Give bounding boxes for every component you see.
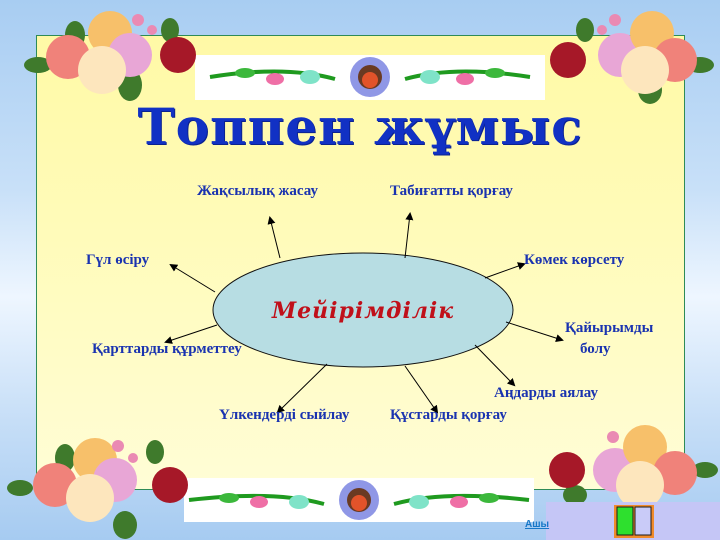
branch-respect-elderly: Қарттарды құрметтеу (92, 341, 242, 357)
branch-respect-elders: Үлкендерді сыйлау (219, 407, 350, 423)
branch-be-kind-line2: болу (580, 341, 611, 357)
arrow-care-animals (474, 344, 516, 387)
floral-garland-icon (209, 57, 531, 97)
arrow-respect-elders (276, 363, 328, 414)
arrow-be-kind (505, 321, 564, 342)
arrow-protect-nature (404, 212, 414, 259)
arrow-grow-flowers (169, 263, 216, 293)
rose-bouquet-icon (549, 425, 718, 529)
bottom-floral-banner (184, 478, 534, 522)
branch-be-kind-line1: Қайырымды (565, 320, 654, 336)
branch-grow-flowers: Гүл өсіру (86, 252, 150, 268)
branch-care-animals: Аңдарды аялау (494, 385, 599, 401)
top-floral-banner (195, 55, 545, 100)
arrow-good-deeds (267, 216, 281, 259)
floral-garland-icon (188, 480, 530, 520)
arrow-help (484, 262, 526, 279)
branch-good-deeds: Жақсылық жасау (197, 183, 318, 199)
branch-protect-birds: Құстарды қорғау (390, 407, 507, 423)
nav-link[interactable]: Ашы (525, 519, 550, 530)
rose-bouquet-icon (24, 11, 196, 101)
arrow-respect-elderly (164, 324, 218, 344)
center-concept: Мейірімділік (271, 298, 455, 324)
rose-bouquet-icon (7, 438, 188, 539)
arrow-protect-birds (404, 365, 439, 414)
book-icon[interactable] (612, 497, 657, 540)
center-ellipse (212, 252, 514, 368)
slide-title: Топпен жұмыс (137, 97, 583, 156)
branch-protect-nature: Табиғатты қорғау (390, 183, 513, 199)
rose-bouquet-icon (550, 11, 714, 104)
branch-help: Көмек көрсету (524, 252, 625, 268)
